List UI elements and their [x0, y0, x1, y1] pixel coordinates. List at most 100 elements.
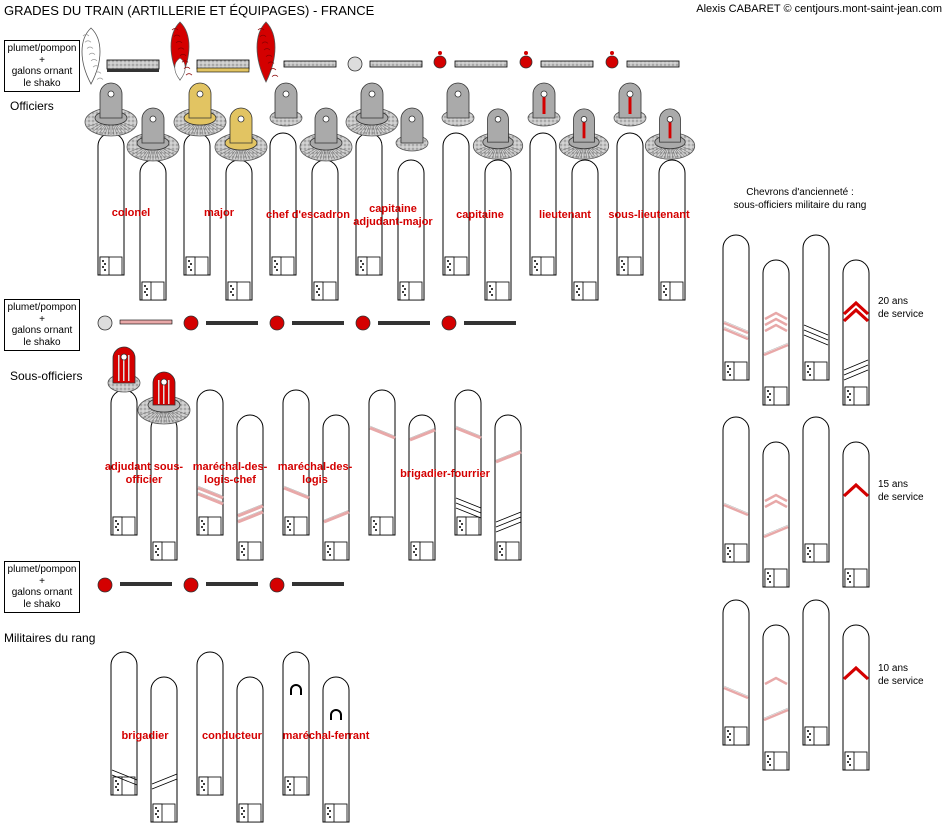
epaulette: [214, 107, 268, 162]
epaulette-stripe: [168, 380, 170, 404]
strap-dot: [767, 572, 769, 574]
strap-dot: [203, 789, 205, 791]
shako-galon: [378, 321, 430, 325]
strap-dot: [188, 266, 190, 268]
pompon: [269, 577, 285, 593]
strap-dot: [157, 554, 159, 556]
rank-label-chef-escadron: chef d'escadron: [266, 209, 350, 221]
horseshoe-icon: [290, 684, 302, 695]
strap-dot: [146, 288, 148, 290]
rank-label-brigadier: brigadier: [121, 730, 169, 742]
plume-feather: [185, 73, 193, 76]
section-label-militaires: Militaires du rang: [4, 631, 96, 645]
diag-stripe-edge: [197, 485, 224, 497]
anciennete-chevron: [764, 676, 788, 686]
strap-dot: [809, 550, 811, 552]
strap-dot: [117, 529, 119, 531]
strap-dot: [849, 393, 851, 395]
strap-button-tab: [141, 281, 152, 301]
rank-label-sous-lieutenant: sous-lieutenant: [608, 209, 690, 221]
service-years: 10 ans: [878, 663, 909, 674]
strap-dot: [729, 739, 731, 741]
plume-feather: [181, 60, 189, 63]
contre-button: [120, 353, 128, 361]
epaulette-button: [149, 115, 157, 123]
strap-dot: [621, 266, 623, 268]
strap-dot: [767, 578, 769, 580]
plume-feather: [175, 41, 183, 44]
diag-stripe-edge: [723, 320, 749, 332]
strap-body: [150, 676, 178, 823]
strap-dot: [155, 545, 157, 547]
strap-dot: [809, 733, 811, 735]
plume-base: [174, 57, 186, 81]
plume-feather: [86, 46, 94, 49]
strap-body: [282, 389, 310, 536]
chevrons-heading: Chevrons d'ancienneté : sous-officiers m…: [700, 186, 900, 212]
strap-button-tab: [399, 281, 410, 301]
strap-button-tab: [724, 361, 735, 381]
contre-stripe: [128, 355, 130, 381]
galon-silver: [283, 60, 337, 68]
epaulette-tongue: [99, 82, 123, 119]
plume-feather: [267, 61, 275, 64]
wool-stripe: [111, 774, 138, 786]
chevron-strap: [842, 441, 870, 588]
anciennete-stripe: [723, 321, 749, 335]
shoulder-strap-left: [196, 389, 224, 536]
strap-dot: [327, 551, 329, 553]
galon-gold: [196, 67, 250, 73]
shako-galon: [464, 321, 516, 325]
pompon: [347, 56, 363, 72]
strap-body: [196, 389, 224, 536]
plume-feather: [173, 34, 181, 37]
shoulder-strap-right: [658, 159, 686, 301]
shoulder-strap-left: [110, 651, 138, 796]
strap-body: [322, 676, 350, 823]
strap-button-tab: [486, 281, 497, 301]
contre-button: [626, 90, 634, 98]
epaulette-button: [160, 378, 168, 386]
strap-dot: [117, 783, 119, 785]
galon-black: [464, 321, 516, 325]
strap-dot: [449, 263, 451, 265]
strap-dot: [201, 520, 203, 522]
plume-feather: [261, 41, 269, 44]
strap-dot: [727, 553, 729, 555]
strap-dot: [203, 529, 205, 531]
chevron-strap: [722, 416, 750, 563]
strap-dot: [729, 556, 731, 558]
galon-black: [206, 582, 258, 586]
shoulder-strap-right: [139, 159, 167, 301]
anciennete-chevron: [764, 499, 788, 509]
strap-dot: [727, 547, 729, 549]
strap-dot: [489, 291, 491, 293]
wool-stripe: [495, 511, 522, 523]
wool-stripe: [803, 324, 829, 336]
strap-dot: [729, 368, 731, 370]
anciennete-chevron-red: [842, 307, 870, 323]
diag-stripe-edge: [763, 707, 789, 719]
contre-tongue: [274, 82, 298, 119]
strap-dot: [807, 736, 809, 738]
epaulette: [644, 108, 696, 160]
diag-stripe-edge: [237, 503, 264, 515]
strap-dot: [769, 399, 771, 401]
strap-body: [322, 414, 350, 561]
pompon: [355, 315, 371, 331]
shoulder-strap-left: [196, 651, 224, 796]
stripe: [197, 492, 224, 506]
strap-body: [368, 389, 396, 536]
contre-button: [454, 90, 462, 98]
strap-dot: [729, 550, 731, 552]
strap-dot: [201, 526, 203, 528]
shoulder-strap-right: [571, 159, 599, 301]
shoulder-strap-right: [494, 414, 522, 561]
legend-box-nco: plumet/pompon + galons ornant le shako: [4, 299, 80, 351]
strap-dot: [375, 529, 377, 531]
strap-button-tab: [313, 281, 324, 301]
stripe: [323, 510, 350, 524]
strap-body: [139, 159, 167, 301]
chevron-strap: [842, 259, 870, 406]
galon-silver: [196, 59, 250, 70]
